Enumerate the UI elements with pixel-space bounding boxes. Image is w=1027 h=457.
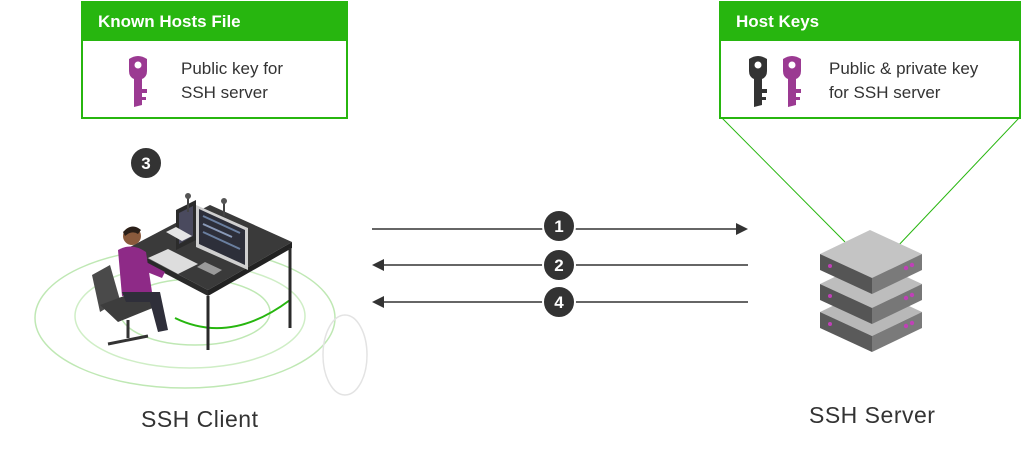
purple-key-icon [129,56,147,107]
step-number-1: 1 [554,217,563,236]
step-number-3: 3 [141,154,150,173]
host-keys-connector-left [721,117,846,243]
dark-key-icon [749,56,767,107]
client-workstation-illustration [34,193,368,396]
known-hosts-description: Public key for SSH server [181,57,283,105]
step-badge-3: 3 [129,146,163,180]
host-keys-description: Public & private key for SSH server [829,57,978,105]
ssh-server-label: SSH Server [809,402,936,428]
host-keys-line-2: for SSH server [829,83,941,102]
step-badge-4: 4 [542,285,576,319]
step-badge-2: 2 [542,248,576,282]
known-hosts-card: Known Hosts File Public key for SSH serv… [81,1,348,119]
host-keys-card: Host Keys Public & private key for SSH s… [719,1,1021,119]
host-keys-body: Public & private key for SSH server [721,41,1019,119]
known-hosts-line-2: SSH server [181,83,268,102]
floor-ring-partial [322,314,368,396]
person-shirt [118,246,152,296]
host-keys-connector-right [895,117,1020,249]
notepad [166,227,192,241]
monitor-stand [197,262,222,275]
server-stack-illustration [820,230,922,352]
purple-key-icon [783,56,801,107]
floor-cable [174,299,291,329]
known-hosts-line-1: Public key for [181,59,284,78]
host-keys-line-1: Public & private key [829,59,979,78]
keyboard [148,249,198,274]
host-keys-title: Host Keys [721,3,1019,41]
known-hosts-title: Known Hosts File [83,3,346,41]
ssh-client-label: SSH Client [141,406,259,432]
step-badge-1: 1 [542,209,576,243]
step-number-4: 4 [554,293,564,312]
person-legs [122,292,168,332]
known-hosts-body: Public key for SSH server [83,41,346,119]
step-number-2: 2 [554,256,563,275]
